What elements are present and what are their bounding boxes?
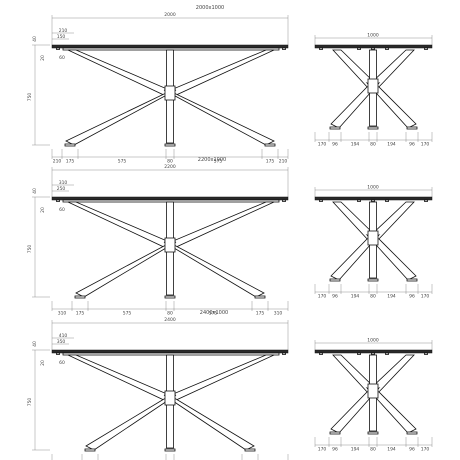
leg-arm <box>65 89 177 146</box>
end-bottom-dim-3: 80 <box>370 447 376 453</box>
bottom-dim-4: 575 <box>214 159 223 165</box>
end-bottom-dim-6: 170 <box>421 142 430 148</box>
end-bottom-dim-4: 194 <box>387 447 396 453</box>
bottom-dim-1: 175 <box>66 159 75 165</box>
end-bottom-dim-4: 194 <box>387 294 396 300</box>
leg-arm <box>163 394 255 451</box>
end-bottom-dim-5: 96 <box>409 447 415 453</box>
end-center-hub <box>367 78 379 94</box>
rail-height-dim: 60 <box>59 360 65 366</box>
leg-arm <box>163 89 275 146</box>
leg-arm <box>67 201 175 249</box>
end-center-hub <box>367 383 379 399</box>
end-bottom-dim-2: 194 <box>351 294 360 300</box>
leg-arm <box>163 241 265 298</box>
end-bottom-dim-6: 170 <box>421 294 430 300</box>
end-table-top <box>314 44 433 49</box>
table-title: 2200x1000 <box>198 157 226 163</box>
end-table-top <box>314 349 433 354</box>
bottom-dim-5: 175 <box>266 159 275 165</box>
height-dimension: 750 <box>27 398 33 407</box>
bottom-dim-5: 175 <box>256 311 265 317</box>
bottom-dim-2: 575 <box>118 159 127 165</box>
end-view-1: 1000 170 96 194 80 194 96 170 <box>314 33 433 148</box>
gap-dim: 20 <box>40 207 46 213</box>
top-thickness-dim: 40 <box>32 36 38 42</box>
leg-arm <box>75 241 177 298</box>
end-bottom-dim-0: 170 <box>318 447 327 453</box>
overhang-dim: 310 <box>59 180 68 186</box>
table-drawing-3: 24002400x1000750404103506020410175575805… <box>27 310 433 460</box>
end-bottom-dim-1: 96 <box>332 142 338 148</box>
bottom-dim-3: 80 <box>167 159 173 165</box>
rail-offset-dim: 150 <box>57 34 66 40</box>
bottom-dim-4: 575 <box>209 311 218 317</box>
leg-arm <box>85 394 177 451</box>
bottom-dim-6: 310 <box>274 311 283 317</box>
end-table-top <box>314 196 433 201</box>
gap-dim: 20 <box>40 360 46 366</box>
bottom-dim-0: 210 <box>53 159 62 165</box>
top-thickness-dim: 40 <box>32 188 38 194</box>
length-dimension: 2200 <box>164 164 176 170</box>
overhang-dim: 410 <box>59 333 68 339</box>
table-top <box>51 349 289 354</box>
rail-offset-dim: 350 <box>57 339 66 345</box>
end-bottom-dim-1: 96 <box>332 447 338 453</box>
width-dimension: 1000 <box>367 33 379 39</box>
length-dimension: 2000 <box>164 12 176 18</box>
bottom-dim-2: 575 <box>123 311 132 317</box>
width-dimension: 1000 <box>367 185 379 191</box>
table-title: 2400x1000 <box>200 310 228 316</box>
end-bottom-dim-3: 80 <box>370 142 376 148</box>
leg-arm <box>67 49 175 97</box>
end-bottom-dim-2: 194 <box>351 447 360 453</box>
top-thickness-dim: 40 <box>32 341 38 347</box>
gap-dim: 20 <box>40 55 46 61</box>
end-view-2: 1000 170 96 194 80 194 96 170 <box>314 185 433 300</box>
leg-arm <box>67 354 175 402</box>
end-bottom-dim-5: 96 <box>409 294 415 300</box>
bottom-dim-1: 175 <box>76 311 85 317</box>
leg-arm <box>165 354 275 402</box>
center-hub <box>164 390 176 406</box>
height-dimension: 750 <box>27 245 33 254</box>
end-bottom-dim-2: 194 <box>351 142 360 148</box>
end-bottom-dim-1: 96 <box>332 294 338 300</box>
end-center-hub <box>367 230 379 246</box>
length-dimension: 2400 <box>164 317 176 323</box>
bottom-dim-6: 210 <box>279 159 288 165</box>
end-bottom-dim-0: 170 <box>318 142 327 148</box>
end-bottom-dim-3: 80 <box>370 294 376 300</box>
table-top <box>51 44 289 49</box>
table-title: 2000x1000 <box>196 5 224 11</box>
center-hub <box>164 85 176 101</box>
end-bottom-dim-0: 170 <box>318 294 327 300</box>
end-bottom-dim-6: 170 <box>421 447 430 453</box>
end-view-3: 1000 170 96 194 80 194 96 170 <box>314 338 433 453</box>
height-dimension: 750 <box>27 93 33 102</box>
bottom-dim-0: 310 <box>58 311 67 317</box>
overhang-dim: 210 <box>59 28 68 34</box>
bottom-dim-3: 80 <box>167 311 173 317</box>
leg-arm <box>165 201 275 249</box>
end-bottom-dim-4: 194 <box>387 142 396 148</box>
rail-height-dim: 60 <box>59 207 65 213</box>
width-dimension: 1000 <box>367 338 379 344</box>
rail-offset-dim: 250 <box>57 186 66 192</box>
table-top <box>51 196 289 201</box>
rail-height-dim: 60 <box>59 55 65 61</box>
center-hub <box>164 237 176 253</box>
leg-arm <box>165 49 275 97</box>
end-bottom-dim-5: 96 <box>409 142 415 148</box>
